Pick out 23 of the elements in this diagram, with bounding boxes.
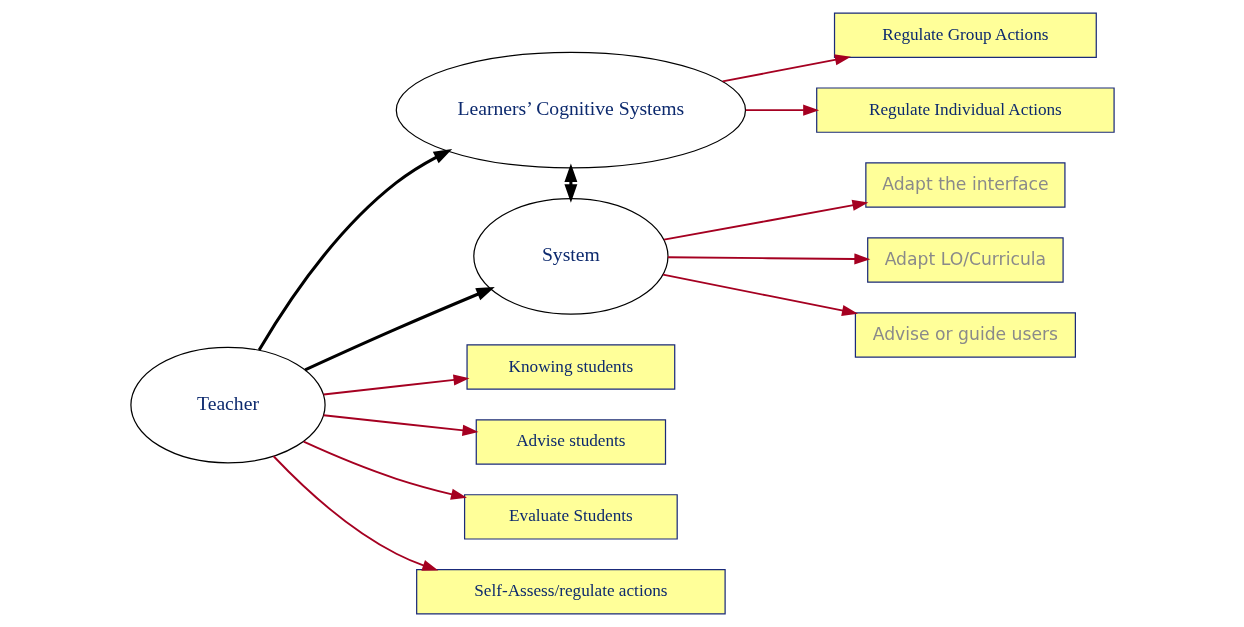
arrow [322, 374, 469, 396]
node-box: Advise or guide users [854, 312, 1076, 358]
arrow [272, 455, 438, 571]
arrow [322, 414, 478, 436]
node-box: Self-Assess/regulate actions [415, 569, 726, 615]
arrow [721, 54, 851, 83]
node-ellipse: Learners’ Cognitive Systems [395, 51, 746, 169]
arrow [744, 104, 819, 116]
node-box: Adapt LO/Curricula [866, 237, 1064, 283]
arrow [662, 199, 868, 241]
arrow [304, 287, 495, 372]
arrow [661, 273, 858, 317]
arrow [563, 163, 577, 203]
arrow [666, 253, 870, 265]
node-box: Advise students [475, 419, 666, 465]
arrow [302, 440, 467, 500]
node-box: Regulate Individual Actions [815, 87, 1115, 133]
node-box: Knowing students [465, 344, 675, 390]
node-box: Evaluate Students [463, 494, 678, 540]
node-box: Regulate Group Actions [833, 12, 1097, 58]
node-ellipse: Teacher [129, 346, 326, 464]
arrow [257, 149, 452, 351]
node-box: Adapt the interface [864, 162, 1066, 208]
